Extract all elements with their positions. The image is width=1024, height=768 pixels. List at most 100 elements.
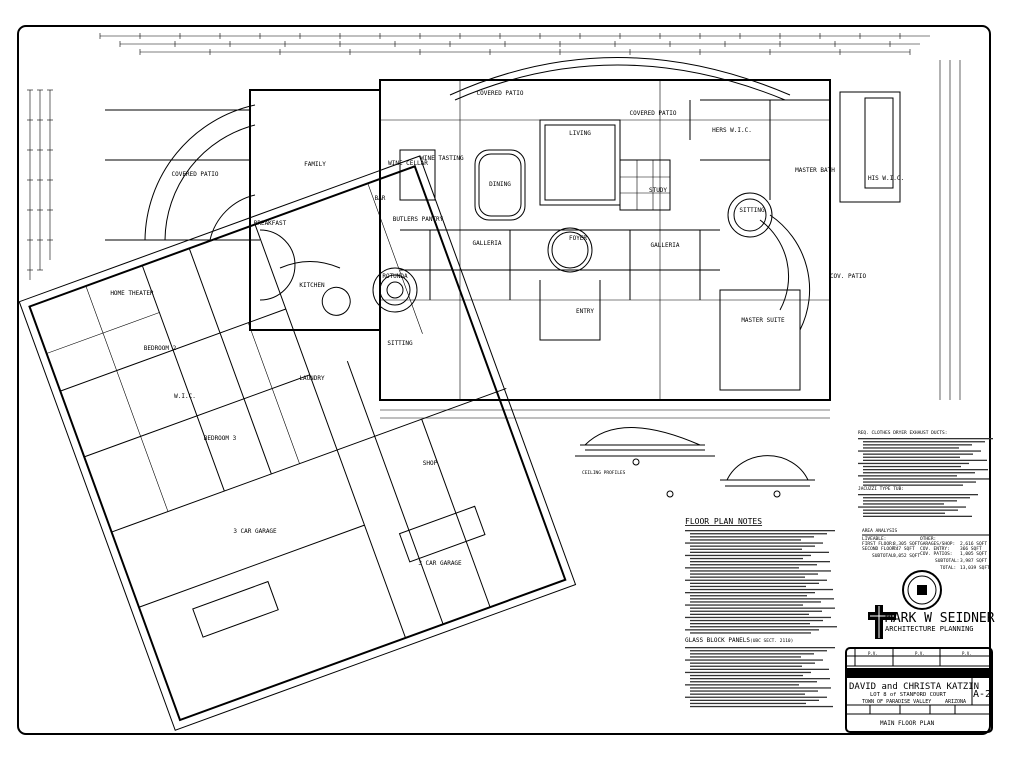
dryer-notes-heading: REQ. CLOTHES DRYER EXHAUST DUCTS: <box>858 430 947 436</box>
note-text-line <box>690 564 817 566</box>
note-text-line <box>858 462 969 465</box>
garage-value: 2,616 SQFT <box>960 541 987 547</box>
sheet-border <box>17 25 991 735</box>
note-text-line <box>863 444 972 446</box>
note-text-line <box>690 619 823 622</box>
note-text-line <box>690 610 822 612</box>
first-floor-value: 8,305 SQFT <box>893 541 920 547</box>
room-cov-patio-master: COV. PATIO <box>830 273 867 280</box>
note-text-line <box>863 515 972 517</box>
client-name: DAVID and CHRISTA KATZIN <box>849 682 979 692</box>
notes: REQ. CLOTHES DRYER EXHAUST DUCTS: JACUZZ… <box>685 430 993 708</box>
note-text-line <box>690 690 818 692</box>
room-hers-wic: HERS W.I.C. <box>712 127 752 134</box>
note-text-line <box>863 509 958 511</box>
note-text-line <box>685 604 803 606</box>
note-text-line <box>690 693 805 695</box>
room-sitting-master: SITTING <box>739 207 765 214</box>
note-text-line <box>863 469 988 471</box>
room-study: STUDY <box>649 187 667 194</box>
note-text-line <box>863 447 959 449</box>
note-text-line <box>690 678 830 680</box>
note-text-line <box>685 684 799 686</box>
note-text-line <box>685 554 811 557</box>
note-text-line <box>690 662 815 664</box>
glass-block-heading: GLASS BLOCK PANELS <box>685 637 750 644</box>
note-text-line <box>863 456 960 458</box>
note-text-line <box>863 459 987 461</box>
ceiling-profiles-label: CEILING PROFILES <box>582 470 626 476</box>
note-text-line <box>858 438 993 440</box>
room-galleria-left: GALLERIA <box>473 240 502 247</box>
dimension-lines <box>27 33 961 419</box>
liveable-label: LIVEABLE: <box>862 536 886 542</box>
garage-label: GARAGES/SHOP: <box>920 541 955 547</box>
room-wine-tasting: WINE TASTING <box>420 155 464 162</box>
total-value: 13,039 SQFT <box>960 565 990 571</box>
note-text-line <box>685 567 799 569</box>
note-text-line <box>685 671 811 674</box>
note-text-line <box>863 478 989 480</box>
room-covered-patio-right: COVERED PATIO <box>630 110 677 117</box>
note-text-line <box>690 557 803 560</box>
room-foyer: FOYER <box>569 235 587 242</box>
note-text-line <box>863 481 976 483</box>
state: ARIZONA <box>945 699 966 705</box>
room-galleria-right: GALLERIA <box>651 242 680 249</box>
room-rotunda: ROTUNDA <box>382 273 408 280</box>
area-analysis: AREA ANALYSIS LIVEABLE: FIRST FLOOR: 8,3… <box>862 528 990 571</box>
firm-logo: MARK W SEIDNER ARCHITECTURE PLANNING <box>868 605 995 639</box>
note-text-line <box>690 668 829 670</box>
note-text-line <box>858 506 966 508</box>
room-wic: W.I.C. <box>174 393 196 400</box>
lot-description: LOT 8 of STANFORD COURT <box>870 692 947 698</box>
other-label: OTHER: <box>920 536 936 542</box>
room-living: LIVING <box>569 130 591 137</box>
room-bedroom-2: BEDROOM 2 <box>144 345 177 352</box>
total-label: TOTAL: <box>940 565 956 571</box>
revision-1: P.V. <box>868 651 878 656</box>
note-text-line <box>690 705 833 708</box>
room-home-theater: HOME THEATER <box>110 290 154 297</box>
note-text-line <box>863 497 970 499</box>
room-covered-patio-left: COVERED PATIO <box>172 171 219 178</box>
note-text-line <box>690 623 810 625</box>
town: TOWN OF PARADISE VALLEY <box>862 699 931 705</box>
room-master-bath: MASTER BATH <box>795 167 835 174</box>
note-text-line <box>863 441 985 443</box>
note-text-line <box>685 579 827 581</box>
room-bar: BAR <box>375 195 386 202</box>
note-text-line <box>690 573 818 575</box>
floor-plan-notes-heading: FLOOR PLAN NOTES <box>685 517 762 526</box>
note-text-line <box>685 592 815 594</box>
room-entry: ENTRY <box>576 308 594 315</box>
note-text-line <box>863 472 975 474</box>
note-text-line <box>690 613 809 615</box>
note-text-line <box>690 570 831 572</box>
note-text-line <box>863 453 973 455</box>
note-text-line <box>685 659 823 661</box>
firm-subtitle: ARCHITECTURE PLANNING <box>885 625 974 633</box>
other-subtotal-value: 3,987 SQFT <box>960 558 987 564</box>
room-family: FAMILY <box>304 161 326 168</box>
room-garage-2: 3 CAR GARAGE <box>418 560 462 567</box>
room-kitchen: KITCHEN <box>299 282 325 289</box>
cov-patios-label: COV. PATIOS: <box>920 551 953 557</box>
note-text-line <box>690 536 814 538</box>
room-his-wic: HIS W.I.C. <box>868 175 904 182</box>
room-butlers-pantry: BUTLERS PANTRY <box>393 216 444 223</box>
second-floor-value: 747 SQFT <box>893 546 915 552</box>
note-text-line <box>690 598 834 600</box>
note-text-line <box>690 576 805 578</box>
note-text-line <box>690 626 837 628</box>
note-text-line <box>690 588 833 591</box>
note-text-line <box>690 653 814 655</box>
garage-bedroom-wing <box>18 155 577 731</box>
room-covered-patio-top: COVERED PATIO <box>477 90 524 97</box>
note-text-line <box>858 494 978 496</box>
second-floor-label: SECOND FLOOR: <box>862 546 897 552</box>
cov-patios-value: 1,005 SQFT <box>960 551 987 557</box>
other-subtotal-label: SUBTOTAL: <box>935 558 959 564</box>
sheet-number: A-2 <box>973 689 991 700</box>
